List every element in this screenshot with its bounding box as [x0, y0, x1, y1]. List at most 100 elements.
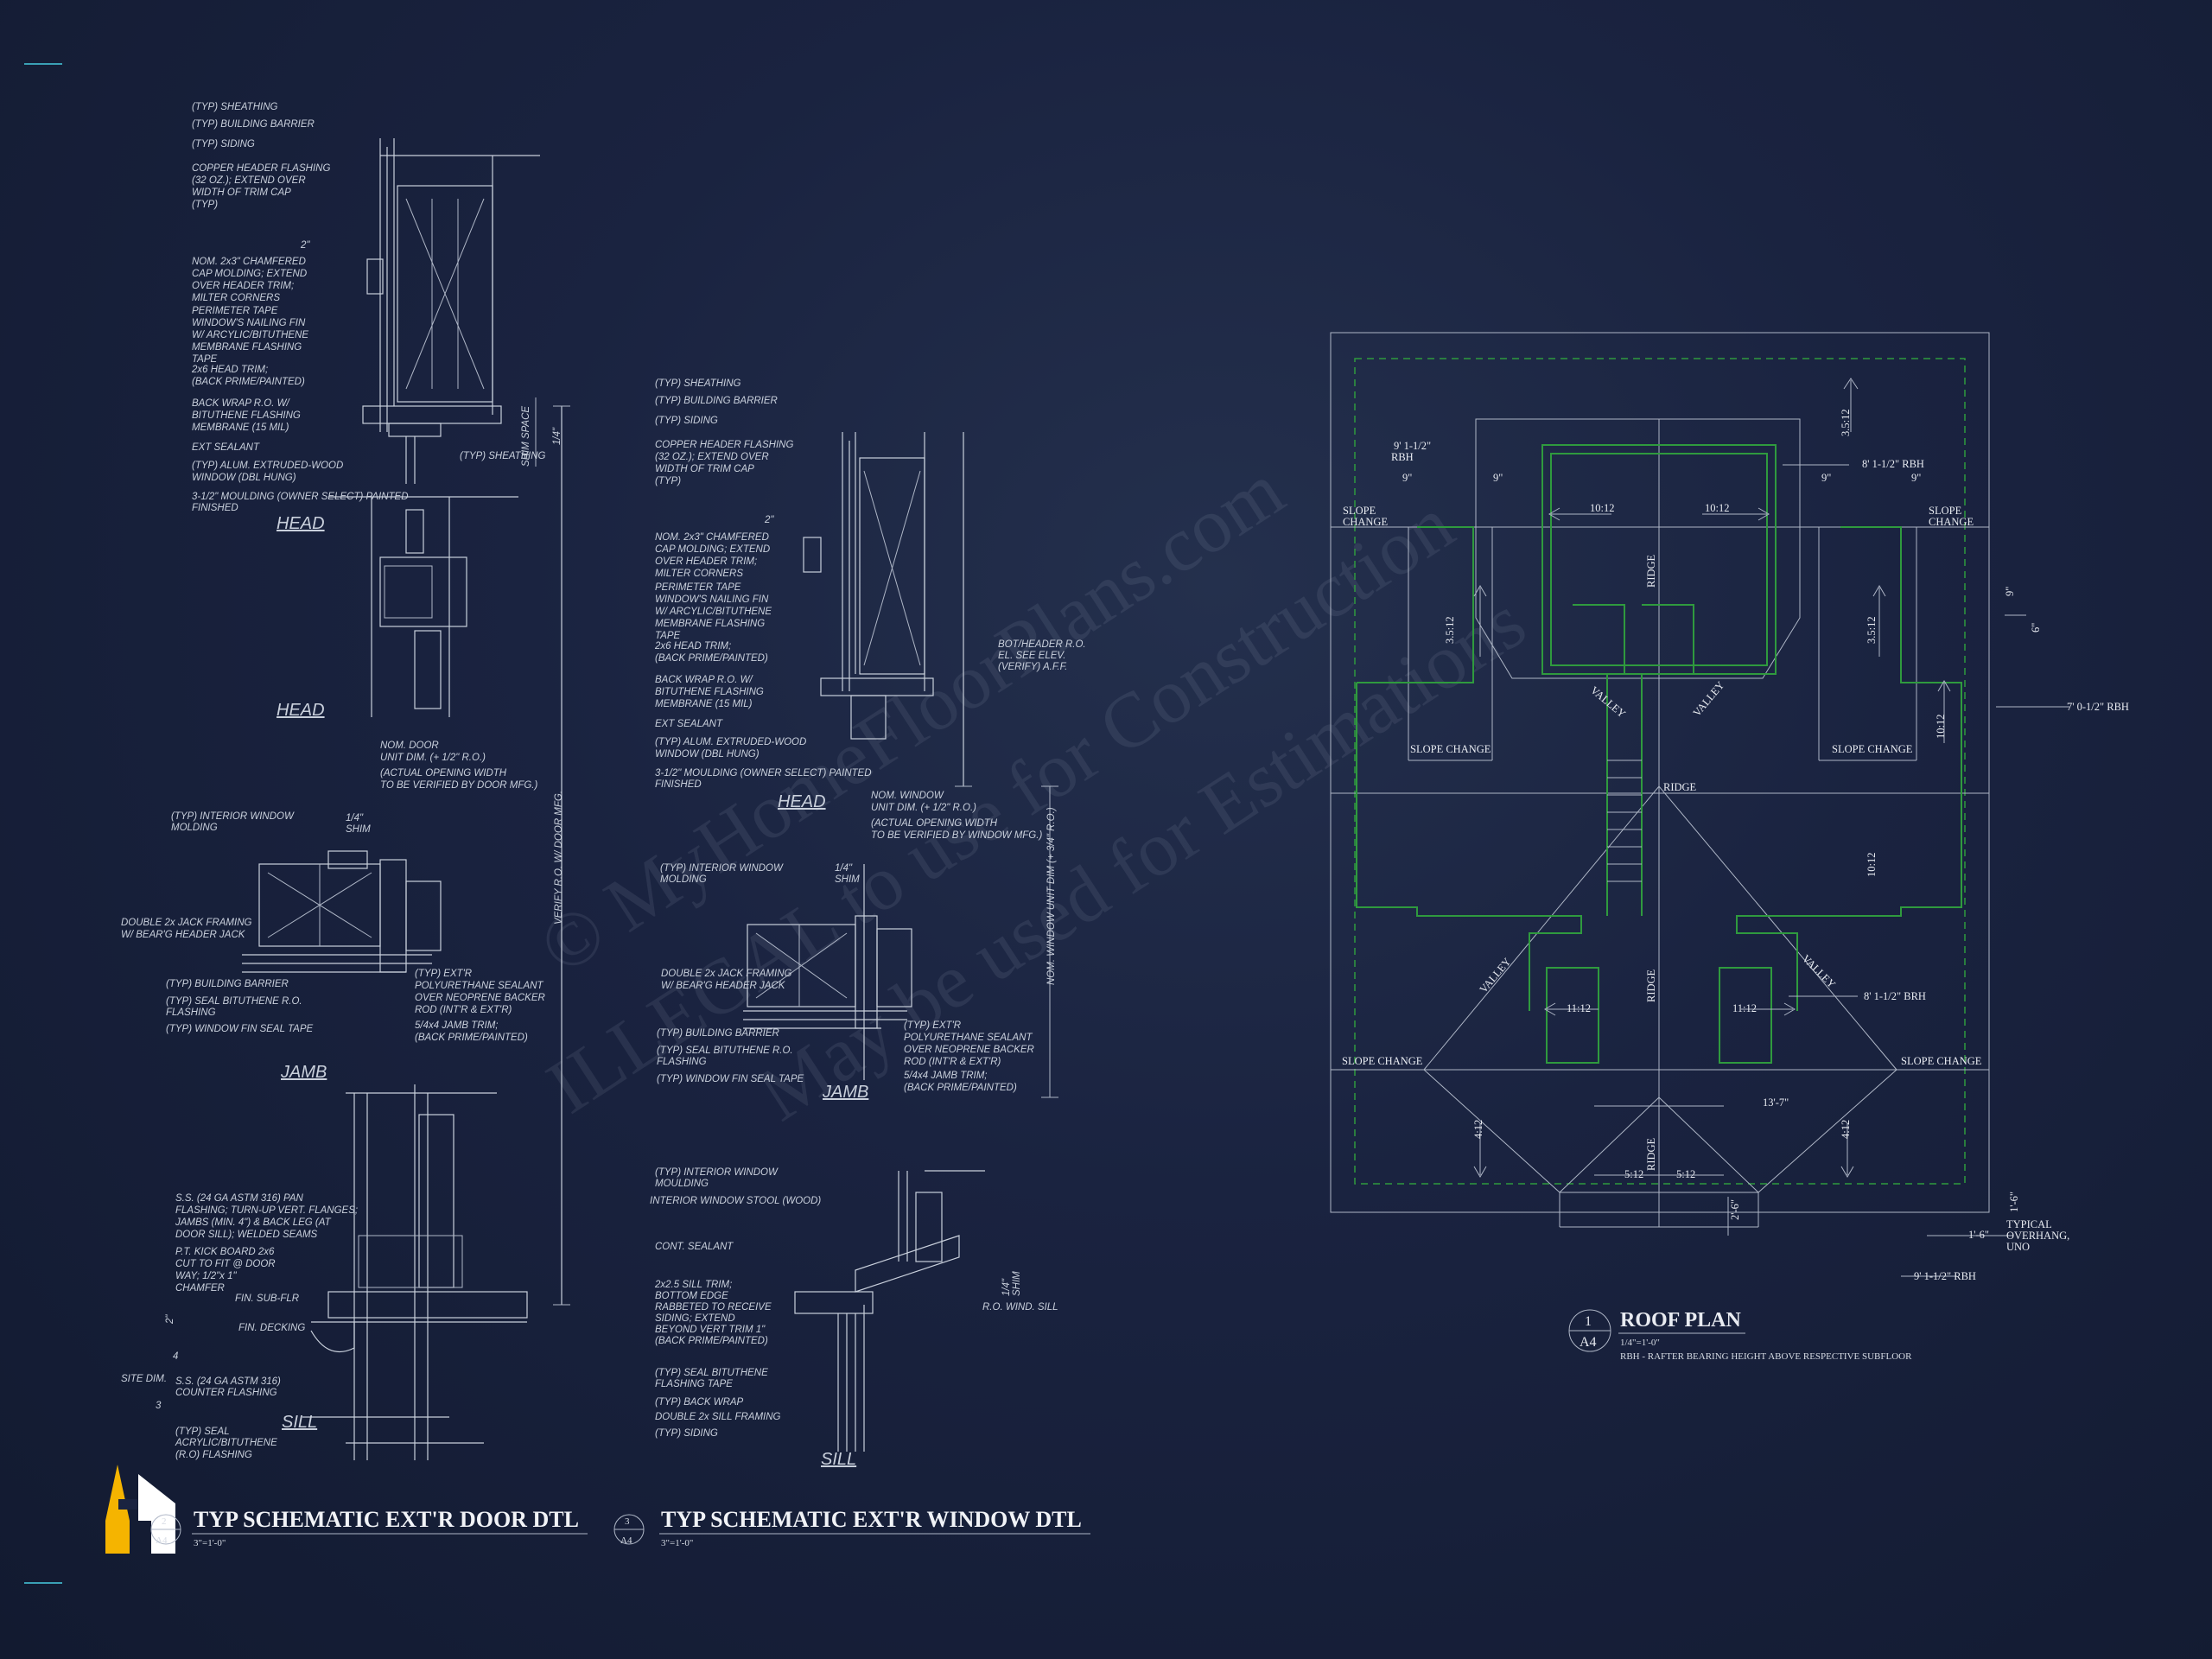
roof-dim: 13'-7": [1763, 1096, 1789, 1109]
window-note: INTERIOR WINDOW STOOL (WOOD): [650, 1196, 821, 1206]
door-note: FLASHING; TURN-UP VERT. FLANGES;: [175, 1205, 358, 1216]
door-note: P.T. KICK BOARD 2x6: [175, 1247, 275, 1257]
window-note: W/ ARCYLIC/BITUTHENE: [655, 607, 772, 617]
door-note: TAPE: [192, 354, 218, 365]
window-note: BOTTOM EDGE: [655, 1291, 728, 1301]
door-note: MEMBRANE FLASHING: [192, 342, 302, 353]
roof-pitch: 4:12: [1472, 1120, 1484, 1139]
window-note: (VERIFY) A.F.F.: [998, 662, 1067, 672]
window-sill-linework: [794, 1170, 985, 1452]
roof-overhang-note: OVERHANG,: [2006, 1230, 2069, 1242]
window-title-block: 3 A4 TYP SCHEMATIC EXT'R WINDOW DTL 3"=1…: [613, 1507, 1090, 1548]
door-note: ROD (INT'R & EXT'R): [415, 1005, 512, 1015]
window-unit-note: TO BE VERIFIED BY WINDOW MFG.): [871, 830, 1042, 841]
window-note: BACK WRAP R.O. W/: [655, 675, 753, 685]
window-section-sill: SILL: [821, 1450, 856, 1469]
roof-pitch: 3.5:12: [1866, 616, 1878, 644]
roof-slope-change: SLOPE: [1343, 505, 1376, 517]
door-note: WAY; 1/2"x 1": [175, 1271, 238, 1281]
roof-plan-number: 1: [1585, 1314, 1592, 1329]
window-note: BITUTHENE FLASHING: [655, 687, 764, 697]
door-note: COPPER HEADER FLASHING: [192, 163, 330, 174]
window-note: MEMBRANE FLASHING: [655, 619, 765, 629]
roof-dim: 9": [2004, 587, 2016, 596]
roof-overhang-note: TYPICAL: [2006, 1218, 2052, 1230]
door-note: S.S. (24 GA ASTM 316): [175, 1376, 281, 1387]
door-unit-note: NOM. DOOR: [380, 741, 439, 751]
door-note: SHIM: [346, 824, 371, 835]
roof-ridge: RIDGE: [1645, 554, 1657, 588]
window-note: FINISHED: [655, 779, 702, 790]
door-note: S.S. (24 GA ASTM 316) PAN: [175, 1193, 304, 1204]
roof-slope-change: SLOPE CHANGE: [1342, 1055, 1423, 1067]
roof-pitch: 10:12: [1705, 502, 1729, 514]
window-note: WIDTH OF TRIM CAP: [655, 464, 754, 474]
roof-rbh-label: 7' 0-1/2" RBH: [2067, 701, 2129, 713]
window-note: (TYP): [655, 476, 681, 486]
window-note: (TYP) BUILDING BARRIER: [655, 396, 778, 406]
window-note: EL. SEE ELEV.: [998, 651, 1065, 661]
door-note: OVER HEADER TRIM;: [192, 281, 294, 291]
window-note: 2x2.5 SILL TRIM;: [654, 1280, 732, 1290]
roof-pitch: 11:12: [1567, 1002, 1591, 1014]
door-unit-note: UNIT DIM. (+ 1/2" R.O.): [380, 753, 486, 763]
door-note: (TYP): [192, 200, 218, 210]
window-detail-sheet: A4: [620, 1535, 632, 1546]
door-note: (TYP) EXT'R: [415, 969, 472, 979]
roof-slope-change: CHANGE: [1929, 516, 1974, 528]
door-unit-note: TO BE VERIFIED BY DOOR MFG.): [380, 780, 537, 791]
door-dim: 4: [173, 1351, 178, 1362]
window-note: PERIMETER TAPE: [655, 582, 741, 593]
window-note: (TYP) SIDING: [655, 416, 718, 426]
window-note: EXT SEALANT: [655, 719, 723, 729]
door-note: (TYP) WINDOW FIN SEAL TAPE: [166, 1024, 313, 1034]
roof-plan-title: ROOF PLAN: [1620, 1309, 1741, 1332]
door-dim: 2": [165, 1314, 175, 1325]
window-note: (TYP) SEAL BITUTHENE: [655, 1368, 768, 1378]
roof-pitch: 5:12: [1676, 1168, 1695, 1180]
roof-outline: [1330, 332, 1990, 1213]
roof-slope-change: SLOPE CHANGE: [1901, 1055, 1982, 1067]
door-note: (BACK PRIME/PAINTED): [192, 377, 305, 387]
window-note: (TYP) INTERIOR WINDOW: [655, 1167, 779, 1178]
window-note: (TYP) ALUM. EXTRUDED-WOOD: [655, 737, 806, 747]
roof-dim: 9": [1911, 472, 1921, 484]
door-note: (TYP) SHEATHING: [192, 102, 278, 112]
door-note: DOOR SILL); WELDED SEAMS: [175, 1230, 318, 1240]
window-note: (TYP) SEAL BITUTHENE R.O.: [657, 1046, 793, 1056]
window-note: (BACK PRIME/PAINTED): [904, 1083, 1017, 1093]
door-sill-linework: [302, 1084, 528, 1460]
door-note: OVER NEOPRENE BACKER: [415, 993, 545, 1003]
door-head-linework: [328, 138, 570, 1306]
door-note: (TYP) SEAL: [175, 1427, 230, 1437]
window-unit-note: UNIT DIM. (+ 1/2" R.O.): [871, 803, 976, 813]
roof-valley: VALLEY: [1478, 956, 1514, 995]
window-note: FLASHING TAPE: [655, 1379, 733, 1389]
door-note: (TYP) BUILDING BARRIER: [192, 119, 315, 130]
window-detail-title: TYP SCHEMATIC EXT'R WINDOW DTL: [661, 1507, 1082, 1532]
window-note: (BACK PRIME/PAINTED): [655, 1336, 768, 1346]
door-note: (TYP) INTERIOR WINDOW: [171, 811, 295, 822]
window-note: (TYP) WINDOW FIN SEAL TAPE: [657, 1074, 804, 1084]
door-note: W/ BEAR'G HEADER JACK: [121, 930, 246, 940]
roof-ridge: RIDGE: [1663, 781, 1697, 793]
door-note: FIN. SUB-FLR: [235, 1294, 299, 1304]
window-jamb-linework: [743, 864, 912, 1080]
window-note: OVER NEOPRENE BACKER: [904, 1045, 1034, 1055]
window-dim: SHIM: [1012, 1271, 1022, 1296]
roof-dim: 9": [1493, 472, 1503, 484]
roof-pitch: 5:12: [1624, 1168, 1643, 1180]
door-section-sill: SILL: [282, 1413, 317, 1432]
window-note: MILTER CORNERS: [655, 569, 743, 579]
window-unit-note: NOM. WINDOW: [871, 791, 944, 801]
roof-dim: 9": [1402, 472, 1412, 484]
door-note: FIN. DECKING: [238, 1323, 305, 1333]
window-note: TAPE: [655, 631, 681, 641]
door-note: (TYP) BUILDING BARRIER: [166, 979, 289, 989]
window-note: R.O. WIND. SILL: [982, 1302, 1058, 1313]
window-dim: 2": [764, 515, 774, 525]
window-note: (BACK PRIME/PAINTED): [655, 653, 768, 664]
roof-slope-change: SLOPE CHANGE: [1832, 743, 1913, 755]
roof-wall-line: [1354, 358, 1966, 1185]
